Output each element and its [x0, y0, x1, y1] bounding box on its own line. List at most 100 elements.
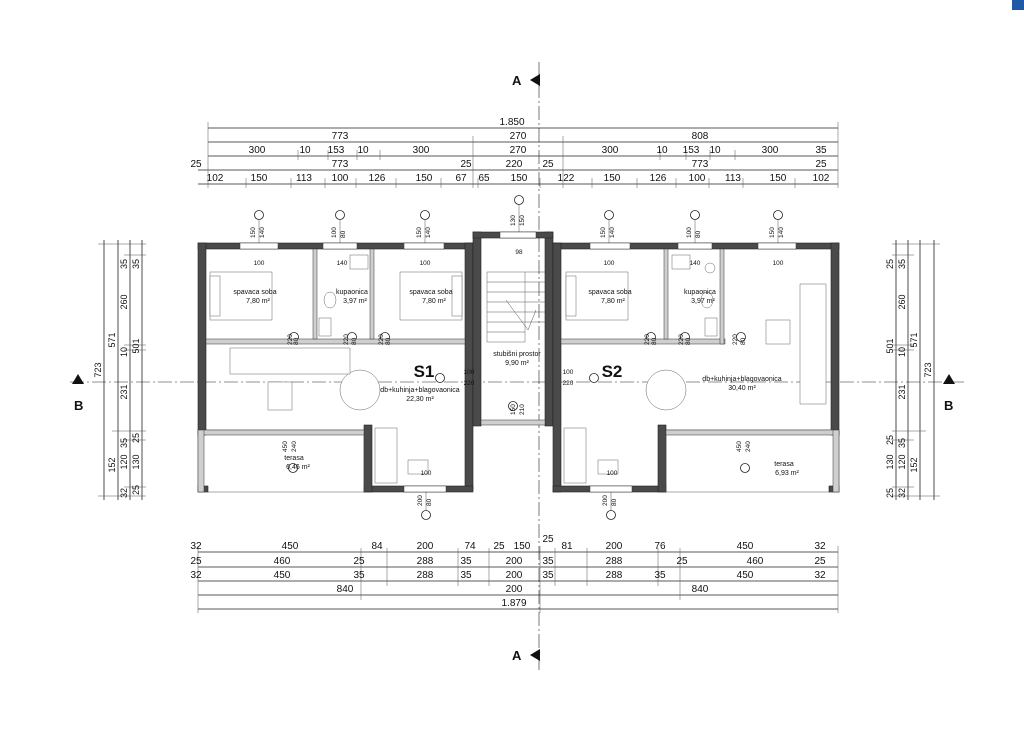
svg-text:200: 200 — [506, 584, 523, 595]
svg-text:76: 76 — [654, 541, 666, 552]
svg-text:130: 130 — [131, 454, 141, 469]
svg-text:35: 35 — [460, 556, 472, 567]
room-area-s2-bathroom: 3,97 m² — [691, 298, 715, 305]
svg-text:220: 220 — [287, 334, 294, 345]
room-area-s1-terrace: 6,46 m² — [286, 464, 310, 471]
svg-text:10: 10 — [119, 347, 129, 357]
svg-text:35: 35 — [542, 556, 554, 567]
svg-text:25: 25 — [131, 433, 141, 443]
svg-text:35: 35 — [131, 259, 141, 269]
room-area-stair: 9,90 m² — [505, 360, 529, 367]
svg-text:80: 80 — [385, 337, 392, 345]
svg-text:723: 723 — [923, 362, 933, 377]
svg-text:450: 450 — [736, 441, 743, 452]
room-name-s2-living: db+kuhinja+blagovaonica — [702, 376, 782, 383]
svg-text:10: 10 — [656, 145, 668, 156]
section-label-a-top: A — [512, 73, 522, 88]
svg-text:460: 460 — [274, 556, 291, 567]
svg-text:25: 25 — [460, 159, 472, 170]
svg-text:120: 120 — [897, 454, 907, 469]
svg-text:200: 200 — [417, 541, 434, 552]
svg-text:32: 32 — [190, 541, 202, 552]
svg-text:98: 98 — [515, 249, 523, 256]
svg-text:25: 25 — [542, 159, 554, 170]
svg-text:140: 140 — [690, 260, 701, 267]
svg-text:25: 25 — [493, 541, 505, 552]
room-labels: spavaca soba 7,80 m² kupaonica 3,97 m² s… — [233, 289, 799, 477]
svg-text:153: 153 — [683, 145, 700, 156]
room-name-s1-bedroom-2: spavaca soba — [409, 289, 452, 296]
svg-text:140: 140 — [337, 260, 348, 267]
bottom-dimension-chains: 32 450 84 200 74 25 150 25 81 200 76 450… — [190, 534, 839, 613]
room-name-s1-living: db+kuhinja+blagovaonica — [380, 387, 460, 394]
section-arrow-a-top — [530, 74, 540, 86]
svg-text:288: 288 — [417, 556, 434, 567]
svg-text:80: 80 — [651, 337, 658, 345]
svg-text:150: 150 — [251, 173, 268, 184]
svg-text:270: 270 — [510, 145, 527, 156]
svg-text:288: 288 — [606, 556, 623, 567]
svg-text:100: 100 — [686, 227, 693, 238]
svg-text:10: 10 — [299, 145, 311, 156]
svg-text:150: 150 — [514, 541, 531, 552]
svg-text:25: 25 — [353, 556, 365, 567]
svg-text:35: 35 — [353, 570, 365, 581]
svg-text:35: 35 — [654, 570, 666, 581]
svg-text:200: 200 — [606, 541, 623, 552]
top-dimension-chains: 1.850 773 270 808 300 10 153 10 300 270 … — [190, 117, 839, 188]
svg-text:723: 723 — [93, 362, 103, 377]
svg-text:450: 450 — [274, 570, 291, 581]
svg-text:80: 80 — [426, 498, 433, 506]
svg-text:773: 773 — [332, 131, 349, 142]
svg-text:80: 80 — [340, 230, 347, 238]
svg-text:10: 10 — [357, 145, 369, 156]
svg-text:80: 80 — [695, 230, 702, 238]
svg-text:450: 450 — [282, 541, 299, 552]
svg-text:84: 84 — [371, 541, 383, 552]
svg-text:122: 122 — [558, 173, 575, 184]
svg-text:25: 25 — [131, 485, 141, 495]
svg-text:140: 140 — [425, 227, 432, 238]
room-name-s1-bathroom: kupaonica — [336, 289, 368, 296]
svg-text:35: 35 — [897, 438, 907, 448]
svg-text:240: 240 — [745, 441, 752, 452]
room-name-s2-bathroom: kupaonica — [684, 289, 716, 296]
furniture — [209, 254, 827, 484]
svg-text:35: 35 — [119, 438, 129, 448]
svg-text:260: 260 — [897, 294, 907, 309]
svg-text:150: 150 — [416, 227, 423, 238]
room-area-s2-terrace: 6,93 m² — [775, 470, 799, 477]
svg-text:126: 126 — [369, 173, 386, 184]
unit-label-s1: S1 — [414, 362, 435, 381]
svg-text:300: 300 — [762, 145, 779, 156]
svg-text:231: 231 — [897, 384, 907, 399]
svg-text:100: 100 — [607, 470, 618, 477]
svg-text:35: 35 — [897, 259, 907, 269]
svg-text:32: 32 — [897, 488, 907, 498]
svg-text:773: 773 — [692, 159, 709, 170]
building-outline — [197, 231, 840, 493]
svg-text:140: 140 — [259, 227, 266, 238]
svg-text:25: 25 — [885, 488, 895, 498]
svg-text:300: 300 — [413, 145, 430, 156]
svg-text:200: 200 — [602, 495, 609, 506]
unit-label-s2: S2 — [602, 362, 623, 381]
section-label-b-right: B — [944, 398, 953, 413]
svg-text:501: 501 — [131, 338, 141, 353]
svg-text:65: 65 — [478, 173, 490, 184]
svg-text:220: 220 — [563, 380, 574, 387]
svg-text:25: 25 — [676, 556, 688, 567]
svg-text:140: 140 — [778, 227, 785, 238]
room-name-stair: stubišni prostor — [493, 351, 541, 358]
svg-text:35: 35 — [119, 259, 129, 269]
svg-text:220: 220 — [678, 334, 685, 345]
svg-text:501: 501 — [885, 338, 895, 353]
svg-text:32: 32 — [814, 541, 826, 552]
svg-text:100: 100 — [604, 260, 615, 267]
room-name-s2-bedroom: spavaca soba — [588, 289, 631, 296]
section-arrow-b-left — [72, 374, 84, 384]
svg-text:100: 100 — [563, 369, 574, 376]
svg-text:74: 74 — [464, 541, 476, 552]
svg-text:35: 35 — [815, 145, 827, 156]
